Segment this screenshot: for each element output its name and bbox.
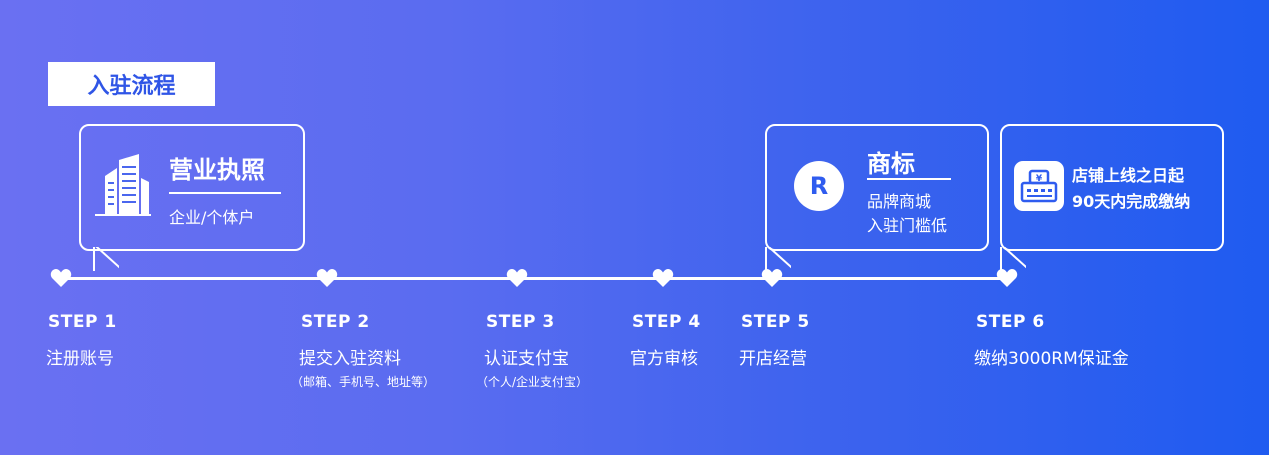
divider <box>867 178 951 180</box>
building-icon <box>95 154 151 220</box>
step-name: 提交入驻资料 <box>299 349 401 369</box>
step-label: STEP 4 <box>632 312 701 332</box>
step-label: STEP 3 <box>486 312 555 332</box>
registered-trademark-icon: R <box>794 161 844 211</box>
timeline-heart-icon <box>506 268 528 288</box>
license-title: 营业执照 <box>169 156 265 184</box>
step-name: 开店经营 <box>739 349 807 369</box>
timeline-heart-icon <box>652 268 674 288</box>
timeline-heart-icon <box>316 268 338 288</box>
step-name: 官方审核 <box>630 349 698 369</box>
trademark-callout: R 商标 品牌商城 入驻门槛低 <box>765 124 989 271</box>
timeline-heart-icon <box>50 268 72 288</box>
step-name: 认证支付宝 <box>484 349 569 369</box>
section-title: 入驻流程 <box>48 62 215 106</box>
step-label: STEP 5 <box>741 312 810 332</box>
step-name: 注册账号 <box>46 349 114 369</box>
trademark-title: 商标 <box>867 150 915 178</box>
timeline-line <box>60 277 1010 280</box>
trademark-line-1: 品牌商城 <box>867 192 932 211</box>
cash-register-yen-icon: ¥ <box>1014 161 1064 211</box>
license-callout: 营业执照 企业/个体户 <box>79 124 305 271</box>
svg-text:¥: ¥ <box>1036 174 1043 184</box>
step-note: （邮箱、手机号、地址等） <box>291 375 436 389</box>
deposit-line-2: 90天内完成缴纳 <box>1072 192 1191 211</box>
step-name: 缴纳3000RM保证金 <box>974 349 1129 369</box>
callout-tail <box>765 247 791 271</box>
step-label: STEP 1 <box>48 312 117 332</box>
divider <box>169 192 281 194</box>
trademark-line-2: 入驻门槛低 <box>867 216 948 235</box>
step-label: STEP 2 <box>301 312 370 332</box>
timeline-heart-icon <box>761 268 783 288</box>
callout-tail <box>93 247 119 271</box>
timeline-heart-icon <box>996 268 1018 288</box>
callout-tail <box>1000 247 1026 271</box>
step-label: STEP 6 <box>976 312 1045 332</box>
deposit-callout: ¥ 店铺上线之日起 90天内完成缴纳 <box>1000 124 1224 271</box>
deposit-line-1: 店铺上线之日起 <box>1072 166 1185 185</box>
step-note: （个人/企业支付宝） <box>476 375 589 389</box>
license-subtitle: 企业/个体户 <box>169 208 255 227</box>
